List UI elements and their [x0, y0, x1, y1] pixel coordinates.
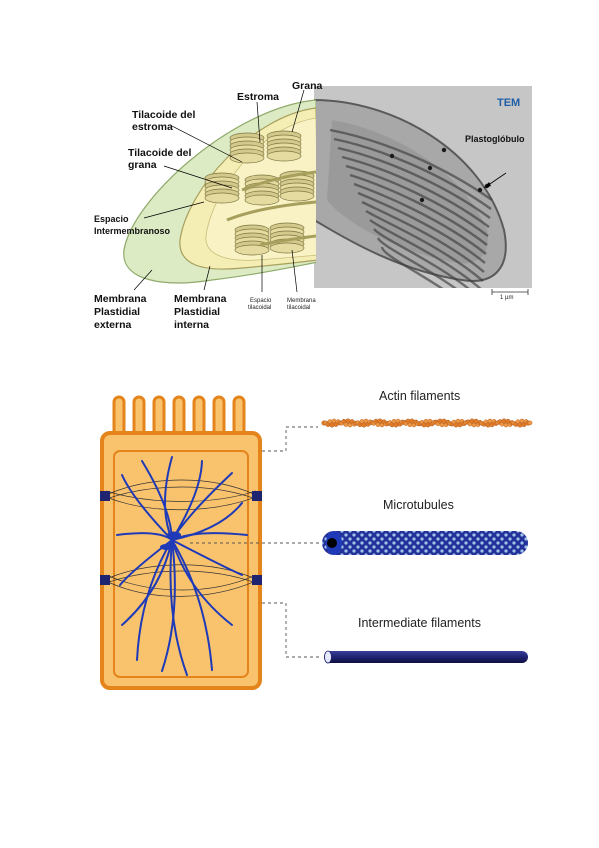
microtubule [322, 531, 528, 555]
label-membrana-externa-2: Plastidial [94, 306, 140, 318]
label-membrana-tilacoidal-2: tilacoidal [287, 305, 310, 311]
centrosome [167, 531, 181, 539]
label-membrana-externa-1: Membrana [94, 293, 147, 305]
label-tilacoide-grana-2: grana [128, 159, 157, 171]
label-membrana-interna-2: Plastidial [174, 306, 220, 318]
label-tilacoide-estroma-2: estroma [132, 121, 173, 133]
label-espacio-2: Intermembranoso [94, 226, 171, 236]
label-tilacoide-grana-1: Tilacoide del [128, 147, 191, 159]
label-espacio-tilacoidal-1: Espacio [250, 298, 272, 304]
label-membrana-externa-3: externa [94, 319, 132, 331]
label-tilacoide-estroma-1: Tilacoide del [132, 109, 195, 121]
label-membrana-interna-1: Membrana [174, 293, 227, 305]
intermediate-filament [324, 650, 528, 664]
microtubules-label: Microtubules [383, 498, 454, 512]
actin-filament [321, 418, 533, 428]
chloroplast-drawing [123, 99, 316, 284]
junction-markers [100, 491, 262, 585]
tem-label: TEM [497, 97, 520, 109]
actin-label: Actin filaments [379, 389, 460, 403]
cytoskeleton-diagram: Actin filaments Microtubules Intermediat… [100, 389, 533, 690]
label-plastoglobulo: Plastoglóbulo [465, 134, 525, 144]
intermediate-label: Intermediate filaments [358, 616, 481, 630]
chloroplast-diagram: TEM 1 µm Estroma Grana Tilacoide del est… [94, 80, 532, 331]
actin-network [105, 479, 257, 597]
tem-micrograph: TEM 1 µm [314, 86, 532, 301]
label-espacio-tilacoidal-2: tilacoidal [248, 305, 271, 311]
label-membrana-tilacoidal-1: Membrana [287, 298, 316, 304]
scale-bar-label: 1 µm [500, 295, 513, 301]
label-membrana-interna-3: interna [174, 319, 209, 331]
epithelial-cell [100, 395, 262, 690]
label-espacio-1: Espacio [94, 214, 129, 224]
label-estroma: Estroma [237, 91, 279, 103]
label-grana: Grana [292, 80, 323, 92]
